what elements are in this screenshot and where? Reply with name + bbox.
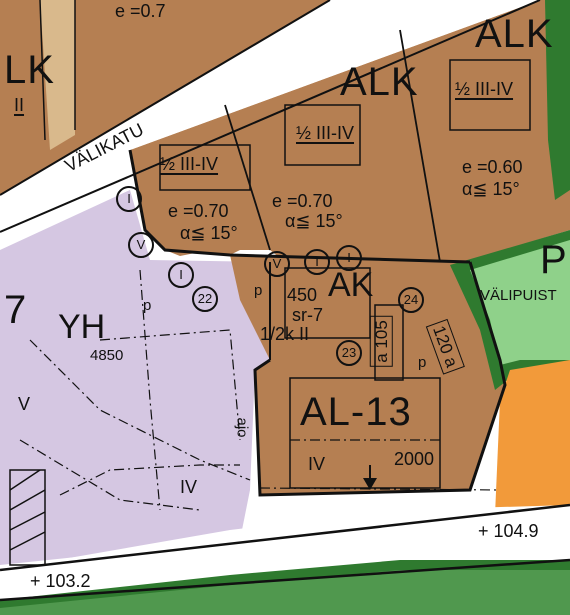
efficiency-top-left: e =0.7	[115, 1, 166, 21]
floors-alk-middle: ½ III-IV	[296, 123, 355, 143]
marker-23: 23	[336, 340, 362, 366]
roof-angle-alk-middle: α≦ 15°	[285, 211, 343, 231]
public-yh-area	[0, 190, 270, 565]
efficiency-alk-middle: e =0.70	[272, 191, 333, 211]
block-number-yh: 7	[4, 288, 28, 332]
street-bottom	[0, 505, 570, 600]
zone-code-yh: YH	[58, 308, 106, 346]
marker-i-4: I	[336, 245, 362, 271]
zone-code-alk-right: ALK	[475, 12, 554, 56]
floors-alk-left: ½ III-IV	[160, 154, 219, 174]
box-a105: a 105	[369, 316, 393, 367]
area-al13: 2000	[394, 449, 435, 469]
residential-alk-blocks	[130, 0, 570, 280]
area-yh: 4850	[90, 347, 124, 364]
parking-al13: p	[418, 354, 427, 371]
park-name: VÄLIPUIST	[480, 287, 557, 304]
side-label-ajo: ajo	[233, 417, 251, 438]
zone-code-alk-middle: ALK	[340, 60, 419, 104]
marker-i-3: I	[304, 249, 330, 275]
park-strip-bottom	[0, 560, 570, 615]
marker-v-2: V	[264, 251, 290, 277]
floors-top-left: II	[14, 95, 25, 115]
marker-i-1: I	[116, 186, 142, 212]
area-ak: 450	[287, 285, 318, 305]
marker-24: 24	[398, 287, 424, 313]
v-label-yh: V	[18, 394, 31, 414]
efficiency-alk-left: e =0.70	[168, 201, 229, 221]
zone-code-al13: AL-13	[300, 390, 412, 434]
residential-ak-al13-area	[230, 255, 505, 495]
dotted-strip	[40, 0, 75, 150]
roof-angle-alk-right: α≦ 15°	[462, 179, 520, 199]
sr-ak: sr-7	[292, 305, 323, 325]
marker-v-1: V	[128, 232, 154, 258]
commercial-area	[495, 360, 570, 515]
park-strip-top	[545, 0, 570, 200]
park-valipuisto-inner	[470, 240, 570, 365]
zone-code-park: P	[540, 238, 568, 282]
marker-22: 22	[192, 286, 218, 312]
floors-alk-right: ½ III-IV	[455, 79, 514, 99]
efficiency-alk-right: e =0.60	[462, 157, 523, 177]
floors-al13: IV	[308, 454, 326, 474]
zone-code-top-left: LK	[4, 48, 55, 92]
roof-angle-alk-left: α≦ 15°	[180, 223, 238, 243]
elevation-left: + 103.2	[30, 571, 91, 591]
floors-yh: IV	[180, 477, 198, 497]
fraction-ak: 1/2k II	[260, 324, 310, 344]
marker-i-2: I	[168, 262, 194, 288]
parking-ak: p	[254, 282, 263, 299]
zone-code-ak: AK	[328, 266, 374, 304]
elevation-right: + 104.9	[478, 521, 539, 541]
parking-yh: p	[143, 297, 152, 314]
street-valikatu	[0, 0, 570, 230]
